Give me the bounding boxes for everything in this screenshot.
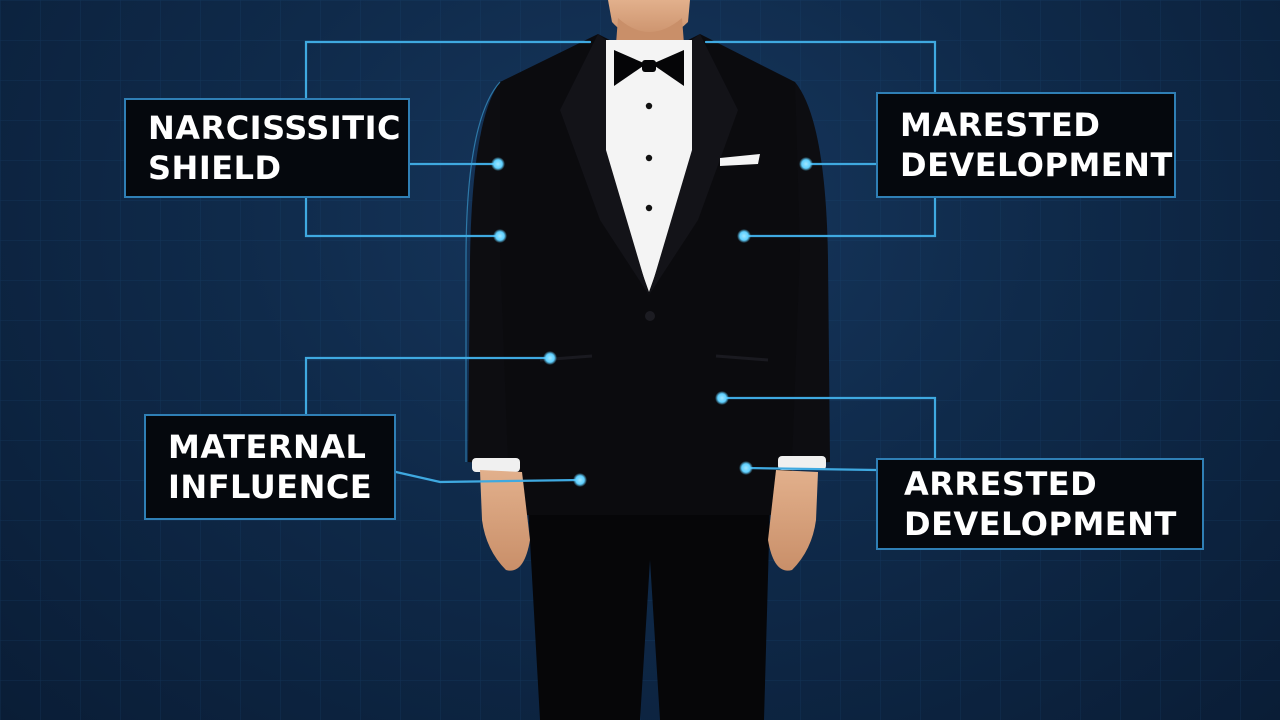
figure-outline <box>465 81 501 462</box>
pocket-square <box>720 154 760 166</box>
left-cuff <box>472 458 520 472</box>
right-lapel <box>649 34 738 295</box>
node-dot <box>737 229 751 243</box>
left-hand-icon <box>480 470 530 571</box>
node-dot <box>739 461 753 475</box>
label-line: INFLUENCE <box>168 468 373 506</box>
connector-line <box>720 396 937 460</box>
shirt-stud <box>645 154 653 162</box>
label-maternal-influence: MATERNAL INFLUENCE <box>144 414 396 520</box>
label-narcissistic-shield: NARCISSSITIC SHIELD <box>124 98 410 198</box>
label-line: ARRESTED <box>904 465 1098 503</box>
jacket-pocket <box>715 354 769 362</box>
bow-tie-icon <box>614 50 684 86</box>
connector-line <box>394 470 582 484</box>
label-line: MARESTED <box>900 106 1101 144</box>
left-lapel <box>560 34 649 295</box>
label-arrested-development: ARRESTED DEVELOPMENT <box>876 458 1204 550</box>
label-marested-development: MARESTED DEVELOPMENT <box>876 92 1176 198</box>
label-line: NARCISSSITIC <box>148 109 401 147</box>
shirt-stud <box>645 204 653 212</box>
node-dot <box>799 157 813 171</box>
right-cuff <box>778 456 826 470</box>
node-dot <box>493 229 507 243</box>
connector-line <box>704 40 937 94</box>
connector-line <box>742 196 937 238</box>
connector-line <box>744 466 878 472</box>
jacket-button <box>645 311 655 321</box>
connector-line <box>304 40 592 100</box>
right-hand-icon <box>768 470 818 571</box>
shirt <box>602 40 696 292</box>
node-dot <box>491 157 505 171</box>
connector-line <box>304 196 502 238</box>
trousers <box>528 505 770 720</box>
label-line: MATERNAL <box>168 428 367 466</box>
neck <box>616 18 684 44</box>
node-dot <box>543 351 557 365</box>
node-dot <box>715 391 729 405</box>
node-dot <box>573 473 587 487</box>
label-line: SHIELD <box>148 149 282 187</box>
label-line: DEVELOPMENT <box>904 505 1177 543</box>
connector-lines <box>304 40 937 484</box>
connector-line <box>304 356 552 416</box>
label-line: DEVELOPMENT <box>900 146 1173 184</box>
shirt-stud <box>645 102 653 110</box>
connector-nodes <box>491 157 813 487</box>
